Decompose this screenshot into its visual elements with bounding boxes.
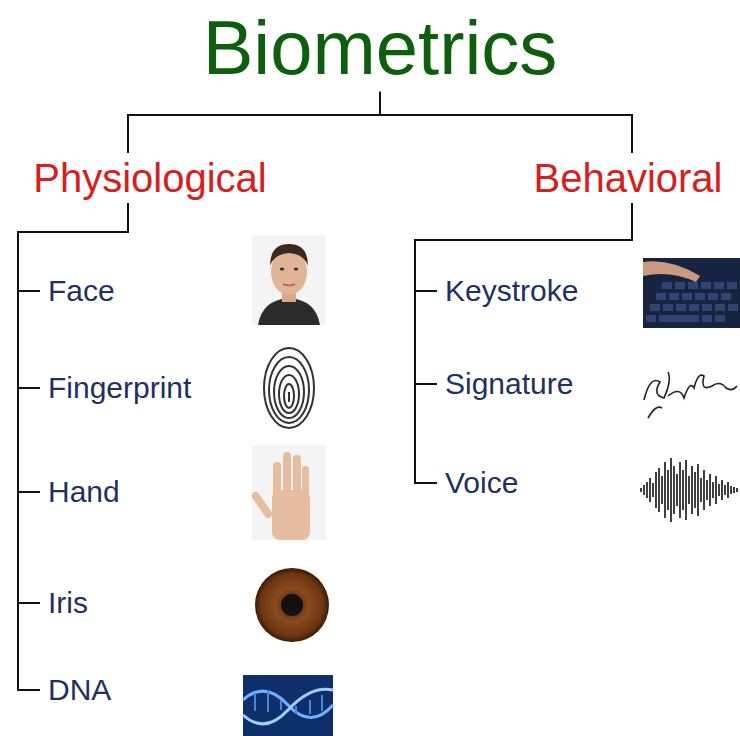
- root-heading-node: Biometrics: [195, 4, 566, 92]
- signature-image: [644, 372, 737, 418]
- trait-label-node: Signature: [437, 364, 581, 404]
- tree-connector: [18, 203, 128, 690]
- tree-connector: [128, 92, 380, 153]
- trait-label: Fingerprint: [48, 370, 191, 406]
- trait-label-node: Face: [40, 271, 123, 311]
- trait-label-node: Fingerprint: [40, 368, 199, 408]
- tree-connector: [415, 203, 632, 384]
- keyboard-photo: [643, 258, 740, 328]
- trait-label: Face: [48, 273, 115, 309]
- trait-label: Keystroke: [445, 273, 578, 309]
- fingerprint-image: [264, 348, 314, 428]
- hand-photo: [250, 445, 326, 540]
- trait-label-node: Hand: [40, 472, 128, 512]
- trait-label-node: DNA: [40, 670, 119, 710]
- tree-connector: [18, 203, 128, 492]
- trait-label: Voice: [445, 465, 518, 501]
- iris-image: [255, 568, 329, 642]
- tree-connector: [415, 203, 632, 483]
- voice-waveform: [641, 458, 737, 522]
- tree-connector: [18, 203, 128, 388]
- trait-label: Iris: [48, 585, 88, 621]
- trait-label: Signature: [445, 366, 573, 402]
- trait-label-node: Voice: [437, 463, 526, 503]
- category-label: Physiological: [33, 155, 266, 201]
- trait-label-node: Keystroke: [437, 271, 586, 311]
- dna-image: [243, 675, 333, 736]
- category-label-node: Behavioral: [525, 153, 730, 203]
- root-heading: Biometrics: [203, 6, 558, 90]
- trait-label-node: Iris: [40, 583, 96, 623]
- category-label: Behavioral: [533, 155, 722, 201]
- category-label-node: Physiological: [25, 153, 274, 203]
- tree-connector: [380, 92, 632, 153]
- trait-label: DNA: [48, 672, 111, 708]
- face-photo: [252, 235, 326, 325]
- trait-label: Hand: [48, 474, 120, 510]
